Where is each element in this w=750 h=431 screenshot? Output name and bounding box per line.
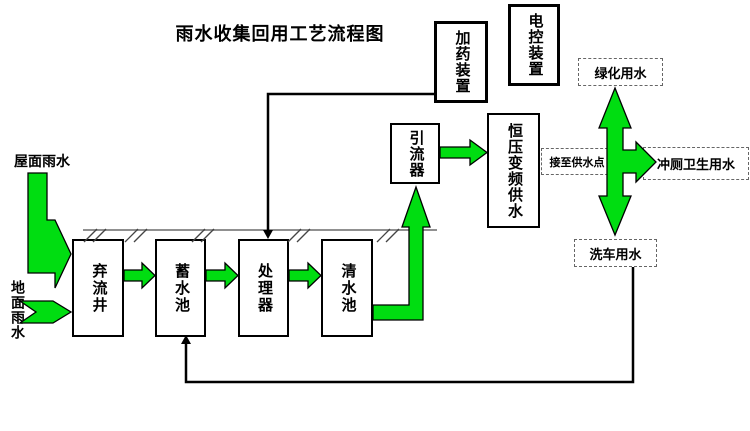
diagram-title: 雨水收集回用工艺流程图 (175, 24, 385, 44)
node-diverter-label: 引流器 (407, 129, 424, 178)
arrow-clean-to-diverter (372, 185, 431, 321)
note-supply-point: 接至供水点 (541, 148, 613, 175)
node-electric-control-label: 电控装置 (526, 13, 543, 77)
arrow-diverter-to-pump (439, 138, 489, 167)
node-abandon-flow-well-label: 弃流井 (90, 262, 107, 314)
output-greening-water-label: 绿化用水 (594, 65, 647, 81)
node-constant-pressure-supply-label: 恒压变频供水 (506, 122, 522, 219)
node-diverter: 引流器 (390, 123, 440, 184)
output-greening-water: 绿化用水 (578, 58, 663, 86)
output-car-wash-water: 洗车用水 (574, 239, 657, 267)
node-storage-tank-label: 蓄水池 (173, 262, 189, 314)
arrow-processor-to-clean (288, 261, 322, 290)
dosing-connector-arrowhead (263, 230, 273, 239)
note-supply-point-label: 接至供水点 (549, 156, 605, 169)
node-electric-control: 电控装置 (508, 4, 560, 86)
node-processor: 处理器 (238, 239, 289, 337)
node-clean-water-tank: 清水池 (321, 239, 373, 337)
node-storage-tank: 蓄水池 (155, 239, 206, 337)
node-clean-water-tank-label: 清水池 (339, 262, 356, 314)
node-dosing-device: 加药装置 (434, 21, 488, 103)
arrow-well-to-storage (123, 261, 156, 290)
node-constant-pressure-supply: 恒压变频供水 (487, 113, 540, 228)
output-toilet-water: 冲厕卫生用水 (643, 147, 749, 180)
output-toilet-water-label: 冲厕卫生用水 (656, 157, 735, 172)
node-abandon-flow-well: 弃流井 (72, 239, 124, 337)
roof-rainwater-label: 屋面雨水 (14, 155, 70, 170)
ground-water-arrow (17, 300, 73, 324)
roof-water-arrow (27, 172, 72, 289)
output-car-wash-water-label: 洗车用水 (589, 246, 642, 262)
node-processor-label: 处理器 (256, 262, 272, 314)
ground-rainwater-label: 地面雨水 (9, 280, 24, 340)
arrow-storage-to-processor (205, 261, 239, 290)
node-dosing-device-label: 加药装置 (453, 30, 470, 94)
